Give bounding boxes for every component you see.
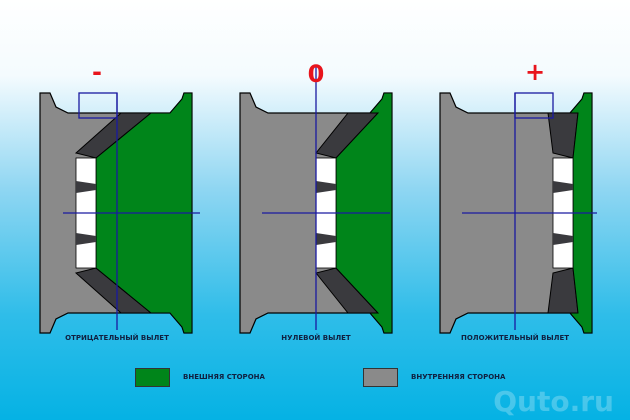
legend-outer-label: ВНЕШНЯЯ СТОРОНА (183, 373, 265, 381)
sign-positive: + (524, 58, 546, 86)
bolt-hole-0 (76, 181, 96, 193)
bolt-hole-1 (553, 233, 573, 245)
legend-swatch-inner (363, 368, 398, 387)
bolt-hole-1 (316, 233, 336, 245)
label-zero: НУЛЕВОЙ ВЫЛЕТ (281, 334, 351, 342)
sign-negative: - (92, 58, 102, 86)
bolt-hole-0 (316, 181, 336, 193)
bolt-hole-1 (76, 233, 96, 245)
sign-zero: 0 (307, 60, 325, 88)
label-negative: ОТРИЦАТЕЛЬНЫЙ ВЫЛЕТ (65, 334, 169, 342)
legend-inner-label: ВНУТРЕННЯЯ СТОРОНА (411, 373, 506, 381)
bolt-hole-0 (553, 181, 573, 193)
label-positive: ПОЛОЖИТЕЛЬНЫЙ ВЫЛЕТ (460, 334, 570, 342)
legend-swatch-outer (135, 368, 170, 387)
watermark: Quto.ru (493, 385, 614, 418)
wheel-zero (239, 92, 393, 334)
